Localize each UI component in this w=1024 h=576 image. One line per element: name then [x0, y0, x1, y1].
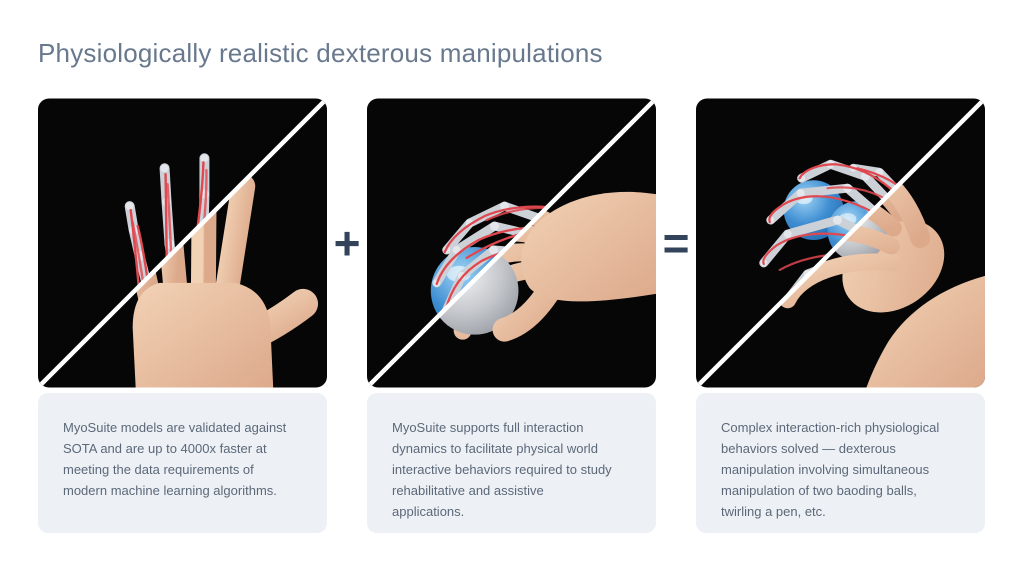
panel-validation: MyoSuite models are validated against SO… — [38, 98, 327, 533]
panel-image-complex-behaviors — [696, 98, 985, 388]
caption-text: MyoSuite supports full interaction dynam… — [392, 420, 612, 519]
panel-image-interaction — [367, 98, 656, 388]
skeleton-vs-real-hand-grasping-ball-image — [367, 98, 656, 388]
caption-card-interaction: MyoSuite supports full interaction dynam… — [367, 393, 656, 533]
slide: Physiologically realistic dexterous mani… — [38, 38, 986, 533]
skeleton-vs-real-open-hand-image — [38, 98, 327, 388]
panel-interaction: MyoSuite supports full interaction dynam… — [367, 98, 656, 533]
plus-operator: + — [333, 217, 361, 269]
panel-complex-behaviors: Complex interaction-rich physiological b… — [696, 98, 985, 533]
caption-text: Complex interaction-rich physiological b… — [721, 420, 940, 519]
caption-card-complex-behaviors: Complex interaction-rich physiological b… — [696, 393, 985, 533]
caption-text: MyoSuite models are validated against SO… — [63, 420, 287, 498]
equals-operator: = — [662, 217, 690, 269]
panel-image-validation — [38, 98, 327, 388]
caption-card-validation: MyoSuite models are validated against SO… — [38, 393, 327, 533]
page-title: Physiologically realistic dexterous mani… — [38, 38, 603, 68]
skeleton-vs-real-hand-baoding-balls-image — [696, 98, 985, 388]
panels-row: MyoSuite models are validated against SO… — [38, 98, 986, 533]
